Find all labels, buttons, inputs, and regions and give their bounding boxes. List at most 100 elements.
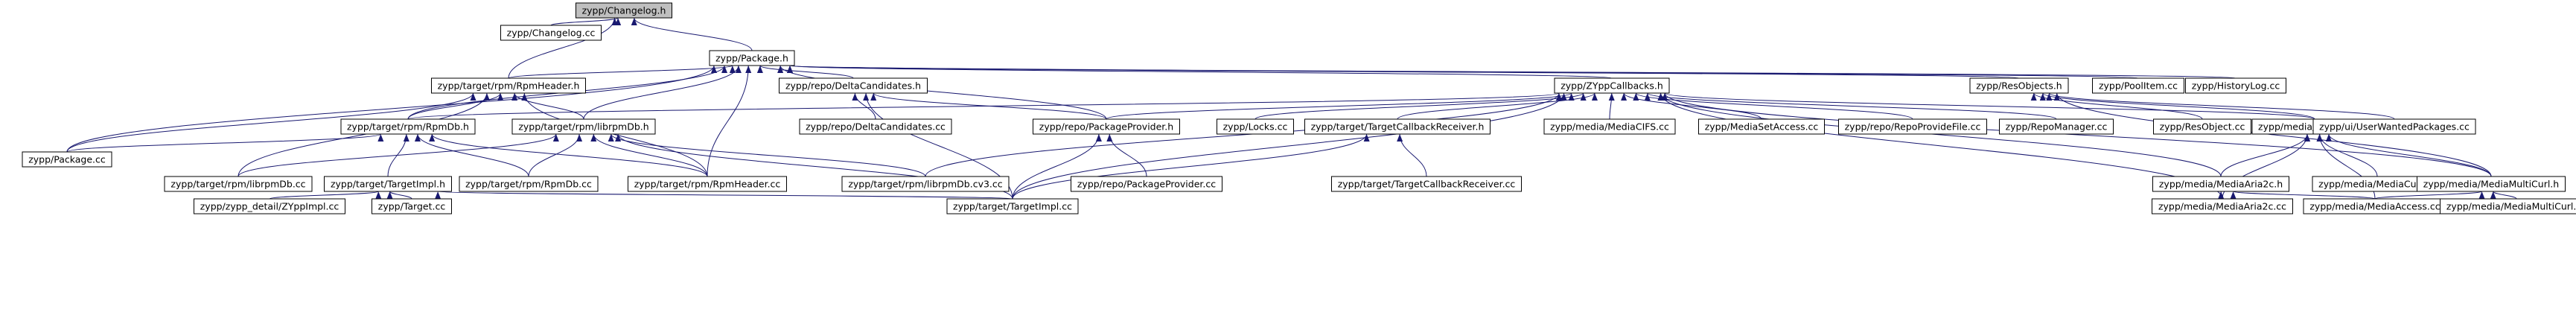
node-pkgprovider-cc[interactable]: zypp/repo/PackageProvider.cc: [1071, 176, 1222, 192]
edge-line: [2374, 191, 2485, 200]
node-deltacand-cc[interactable]: zypp/repo/DeltaCandidates.cc: [799, 118, 952, 135]
node-mediamulticurl-h[interactable]: zypp/media/MediaMultiCurl.h: [2417, 176, 2566, 192]
node-label: zypp/target/TargetCallbackReceiver.cc: [1338, 179, 1516, 190]
edge-line: [269, 191, 381, 200]
node-repomanager-cc[interactable]: zypp/RepoManager.cc: [1999, 118, 2114, 135]
node-box: [2153, 118, 2251, 135]
node-librpmdbcv3-cc[interactable]: zypp/target/rpm/librpmDb.cv3.cc: [841, 176, 1010, 192]
edge-line: [925, 92, 1562, 177]
edge-mediaaria2c-h-includes-mediacurl-h: [2220, 133, 2310, 177]
node-box: [372, 198, 452, 214]
node-targetcbrecv-cc[interactable]: zypp/target/TargetCallbackReceiver.cc: [1331, 176, 1522, 192]
edge-line: [757, 65, 854, 79]
node-box: [431, 77, 586, 94]
edge-line: [2053, 92, 2492, 177]
edge-package-cc-includes-rpmheader-h: [66, 92, 476, 153]
edge-mediaaria2c-cc-includes-mediaaria2c-h: [2218, 191, 2225, 200]
node-targetcbrecv-h[interactable]: zypp/target/TargetCallbackReceiver.h: [1304, 118, 1491, 135]
edge-line: [852, 92, 876, 120]
node-poolitem-cc[interactable]: zypp/PoolItem.cc: [2092, 77, 2184, 94]
edge-line: [2039, 92, 2315, 120]
edge-target-cc-includes-targetimpl-h: [386, 191, 412, 200]
edge-package-cc-includes-package-h: [66, 65, 717, 153]
node-box: [194, 198, 345, 214]
edge-line: [386, 191, 412, 200]
node-box: [628, 176, 787, 192]
node-zyppcallbacks-h[interactable]: zypp/ZYppCallbacks.h: [1554, 77, 1670, 94]
edge-line: [429, 133, 708, 177]
node-deltacand-h[interactable]: zypp/repo/DeltaCandidates.h: [779, 77, 928, 94]
node-rpmdb-cc[interactable]: zypp/target/rpm/RpmDb.cc: [459, 176, 599, 192]
edge-librpmdbcv3-cc-includes-zyppcallbacks-h: [925, 92, 1562, 177]
node-label: zypp/PoolItem.cc: [2099, 80, 2178, 92]
node-box: [459, 176, 599, 192]
node-box: [2152, 198, 2293, 214]
edge-line: [1254, 92, 1587, 120]
node-mediasetaccess-cc[interactable]: zypp/MediaSetAccess.cc: [1698, 118, 1825, 135]
node-label: zypp/Package.cc: [28, 154, 106, 165]
edge-rpmheader-cc-includes-rpmdb-h: [429, 133, 708, 177]
node-box: [1033, 118, 1180, 135]
edge-line: [608, 133, 926, 177]
node-locks-cc[interactable]: zypp/Locks.cc: [1217, 118, 1294, 135]
node-box: [1969, 77, 2069, 94]
node-mediaaccess-cc[interactable]: zypp/media/MediaAccess.cc: [2303, 198, 2447, 214]
node-targetimpl-h[interactable]: zypp/target/TargetImpl.h: [324, 176, 452, 192]
edge-line: [2326, 133, 2492, 177]
edge-changelog-cc-includes-changelog-h: [550, 17, 621, 26]
edge-pkgprovider-cc-includes-pkgprovider-h: [1106, 133, 1147, 177]
node-mediaaria2c-cc[interactable]: zypp/media/MediaAria2c.cc: [2152, 198, 2293, 214]
edge-line: [788, 65, 1613, 79]
node-resobjects-h[interactable]: zypp/ResObjects.h: [1969, 77, 2069, 94]
node-box: [1304, 118, 1491, 135]
edge-line: [2046, 92, 2395, 120]
node-package-h[interactable]: zypp/Package.h: [709, 50, 795, 66]
node-label: zypp/ResObjects.h: [1976, 80, 2062, 92]
node-targetimpl-cc[interactable]: zypp/target/TargetImpl.cc: [946, 198, 1079, 214]
edge-line: [237, 92, 490, 177]
edge-line: [707, 65, 752, 177]
node-zyppimpl-cc[interactable]: zypp/zypp_detail/ZYppImpl.cc: [194, 198, 345, 214]
edge-pkgprovider-h-includes-zyppcallbacks-h: [1106, 92, 1575, 120]
edge-line: [2220, 133, 2310, 177]
edge-line: [2490, 191, 2517, 200]
node-mediacurl-cc[interactable]: zypp/media/MediaCurl.cc: [2312, 176, 2443, 192]
node-label: zypp/target/rpm/RpmDb.h: [347, 121, 469, 133]
edge-line: [436, 191, 1013, 200]
node-label: zypp/Package.h: [715, 53, 788, 64]
node-box: [2152, 176, 2289, 192]
node-rpmheader-cc[interactable]: zypp/target/rpm/RpmHeader.cc: [628, 176, 787, 192]
node-label: zypp/MediaSetAccess.cc: [1705, 121, 1819, 133]
edge-mediacurl-h-includes-zyppcallbacks-h: [1662, 92, 2315, 120]
node-changelog-cc[interactable]: zypp/Changelog.cc: [500, 25, 602, 41]
node-label: zypp/Target.cc: [378, 201, 446, 212]
edge-pkgprovider-h-includes-package-h: [777, 65, 1107, 120]
node-label: zypp/media/MediaMultiCurl.cc: [2446, 201, 2576, 212]
node-historylog-cc[interactable]: zypp/HistoryLog.cc: [2185, 77, 2286, 94]
node-userwanted-cc[interactable]: zypp/ui/UserWantedPackages.cc: [2312, 118, 2476, 135]
edge-line: [508, 17, 618, 79]
node-rpmdb-h[interactable]: zypp/target/rpm/RpmDb.h: [340, 118, 476, 135]
edge-rpmdb-h-includes-rpmheader-h: [407, 92, 504, 120]
edge-zyppcallbacks-h-includes-package-h: [788, 65, 1613, 79]
edge-targetcbrecv-h-includes-zyppcallbacks-h: [1397, 92, 1598, 120]
edge-line: [1397, 92, 1598, 120]
node-librpmdb-cc[interactable]: zypp/target/rpm/librpmDb.cc: [164, 176, 313, 192]
node-rpmheader-h[interactable]: zypp/target/rpm/RpmHeader.h: [431, 77, 586, 94]
edge-rpmdb-h-includes-zyppcallbacks-h: [407, 92, 1562, 120]
node-repoprovidefile-cc[interactable]: zypp/repo/RepoProvideFile.cc: [1838, 118, 1987, 135]
node-mediacifs-cc[interactable]: zypp/media/MediaCIFS.cc: [1543, 118, 1676, 135]
edge-line: [1106, 92, 1575, 120]
node-target-cc[interactable]: zypp/Target.cc: [372, 198, 452, 214]
node-box: [340, 118, 476, 135]
node-pkgprovider-h[interactable]: zypp/repo/PackageProvider.h: [1033, 118, 1180, 135]
node-resobject-cc[interactable]: zypp/ResObject.cc: [2153, 118, 2251, 135]
edge-line: [1657, 92, 2222, 177]
node-box: [799, 118, 952, 135]
node-package-cc[interactable]: zypp/Package.cc: [22, 151, 112, 168]
node-librpmdb-h[interactable]: zypp/target/rpm/librpmDb.h: [511, 118, 656, 135]
node-mediaaria2c-h[interactable]: zypp/media/MediaAria2c.h: [2152, 176, 2289, 192]
edge-line: [528, 133, 583, 177]
node-mediamulticurl-cc[interactable]: zypp/media/MediaMultiCurl.cc: [2440, 198, 2576, 214]
node-box: [164, 176, 313, 192]
